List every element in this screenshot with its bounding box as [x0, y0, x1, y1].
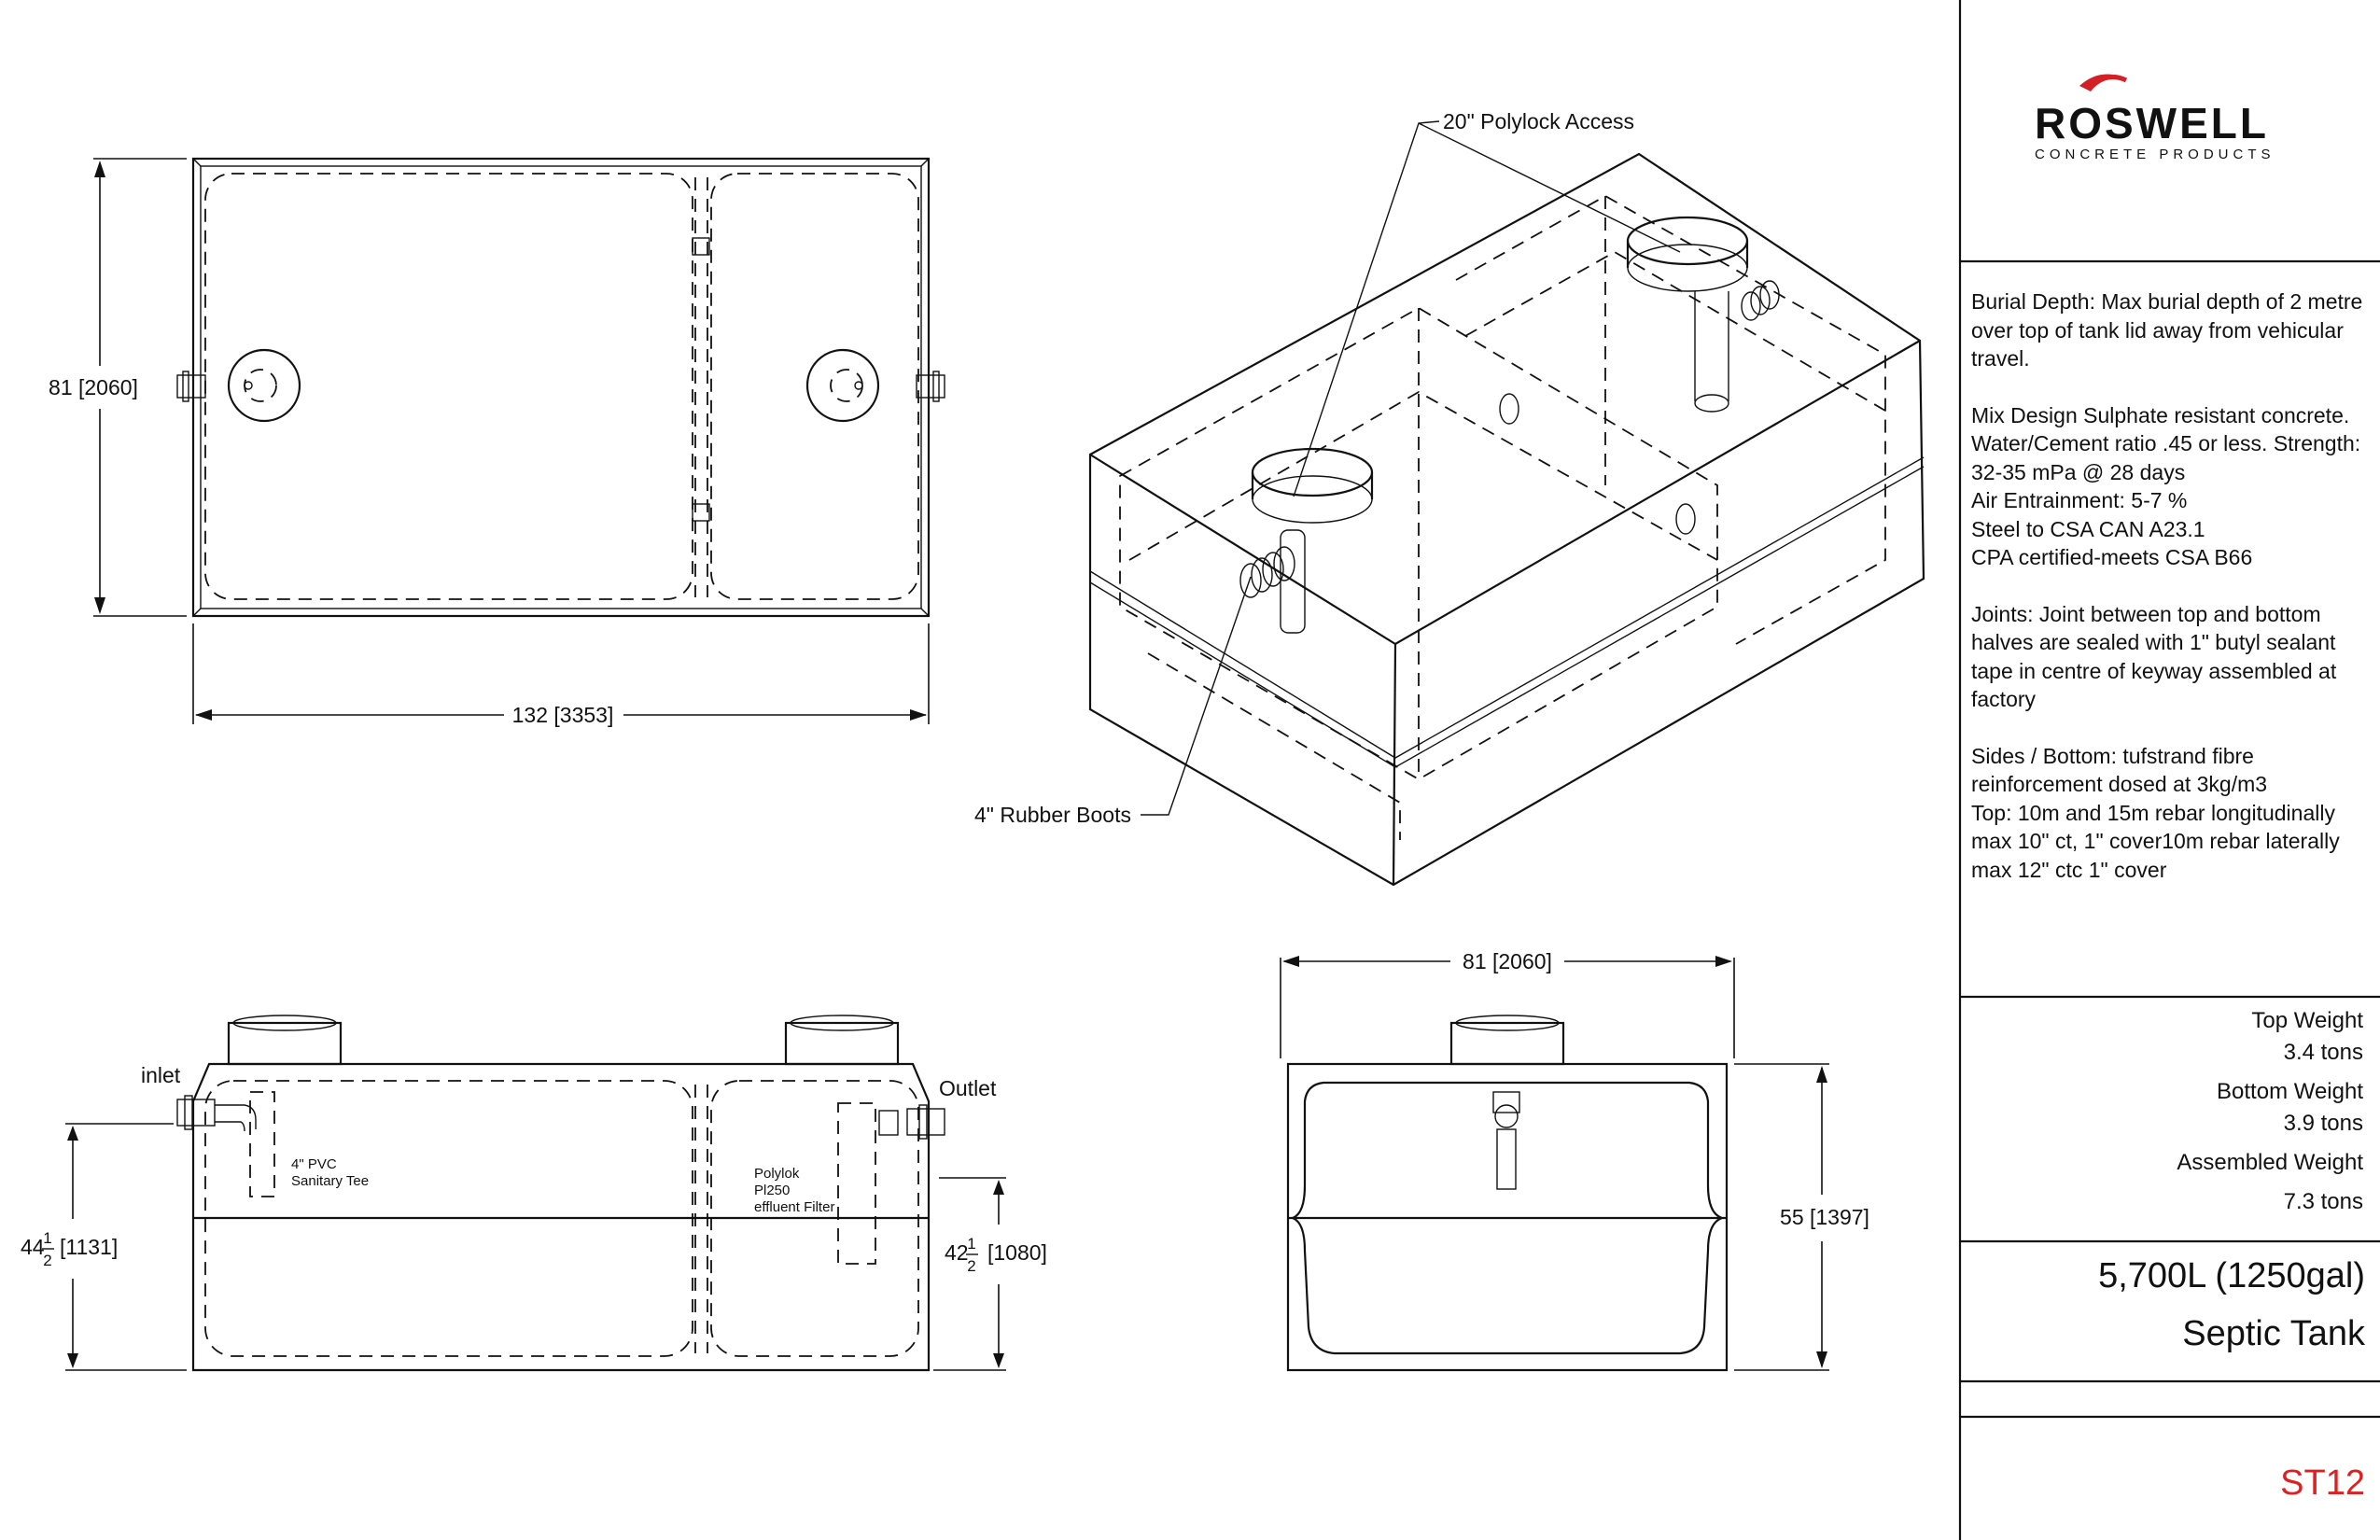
riser-outlet — [784, 1021, 900, 1066]
assembled-weight-value: 7.3 tons — [2283, 1189, 2363, 1214]
left-dim-rest: [1131] — [60, 1235, 118, 1259]
tee-label-2: Sanitary Tee — [291, 1173, 369, 1189]
roswell-logo: ROSWELL CONCRETE PRODUCTS — [2035, 74, 2275, 162]
tank-iso-outline — [1088, 152, 1925, 887]
product-name: Septic Tank — [2182, 1314, 2365, 1353]
bottom-weight-value: 3.9 tons — [2283, 1111, 2363, 1136]
right-dim-whole: 42 — [945, 1240, 969, 1265]
polylock-lid-front — [1251, 447, 1374, 497]
access-lid-right — [805, 348, 880, 423]
left-dim-whole: 44 — [21, 1235, 45, 1259]
inlet-label: inlet — [141, 1063, 181, 1087]
product-capacity: 5,700L (1250gal) — [2098, 1256, 2365, 1295]
left-dim-frac-num: 1 — [43, 1229, 51, 1247]
access-lid-left — [227, 348, 301, 423]
title-block: ROSWELL CONCRETE PRODUCTS — [1958, 0, 2380, 1540]
top-weight-value: 3.4 tons — [2283, 1040, 2363, 1065]
rubber-boots-callout: 4" Rubber Boots — [974, 803, 1131, 827]
tank-side-outline — [191, 1062, 931, 1372]
right-dim-rest: [1080] — [987, 1240, 1047, 1265]
top-weight-label: Top Weight — [2251, 1008, 2363, 1033]
end-width-dimension: 81 [2060] — [1463, 949, 1552, 973]
bottom-weight-label: Bottom Weight — [2217, 1079, 2363, 1104]
note-burial: Burial Depth: Max burial depth of 2 metr… — [1971, 289, 2369, 371]
outlet-label: Outlet — [939, 1076, 997, 1100]
tee-label-1: 4" PVC — [291, 1156, 337, 1172]
product-code: ST12 — [2280, 1463, 2365, 1503]
rubber-boot-rear — [1741, 280, 1780, 321]
width-dimension-label: 132 [3353] — [512, 703, 614, 727]
brand-subtitle: CONCRETE PRODUCTS — [2035, 147, 2275, 162]
end-height-dimension: 55 [1397] — [1780, 1205, 1869, 1229]
end-view: 81 [2060] 55 [1397] — [1280, 949, 1869, 1372]
side-view: 4" PVC Sanitary Tee Polylok Pl250 efflue… — [21, 1015, 1047, 1372]
polylock-lid-rear — [1626, 216, 1749, 266]
right-dim-frac-num: 1 — [967, 1235, 975, 1253]
isometric-view: 20" Polylock Access 4" Rubber Boots — [974, 109, 1925, 887]
height-dimension-label: 81 [2060] — [49, 375, 138, 399]
brand-name: ROSWELL — [2035, 99, 2269, 147]
spec-notes: Burial Depth: Max burial depth of 2 metr… — [1971, 287, 2373, 912]
note-reinforcement: Sides / Bottom: tufstrand fibre reinforc… — [1971, 743, 2340, 882]
rubber-boot-front — [1239, 546, 1295, 598]
riser-inlet — [227, 1021, 343, 1066]
filter-label-3: effluent Filter — [754, 1199, 834, 1215]
left-dim-frac-den: 2 — [43, 1252, 51, 1269]
top-view: 81 [2060] 132 [3353] — [49, 157, 945, 727]
right-dim-frac-den: 2 — [967, 1257, 975, 1275]
filter-label-1: Polylok — [754, 1166, 800, 1182]
note-joints: Joints: Joint between top and bottom hal… — [1971, 601, 2343, 712]
assembled-weight-label: Assembled Weight — [2177, 1150, 2363, 1175]
compartment-1 — [204, 173, 693, 600]
filter-label-2: Pl250 — [754, 1183, 790, 1198]
compartment-2 — [710, 173, 919, 600]
tank-outline-top — [191, 157, 931, 618]
polylock-callout: 20" Polylock Access — [1443, 109, 1634, 133]
note-mix-design: Mix Design Sulphate resistant concrete. … — [1971, 402, 2361, 570]
